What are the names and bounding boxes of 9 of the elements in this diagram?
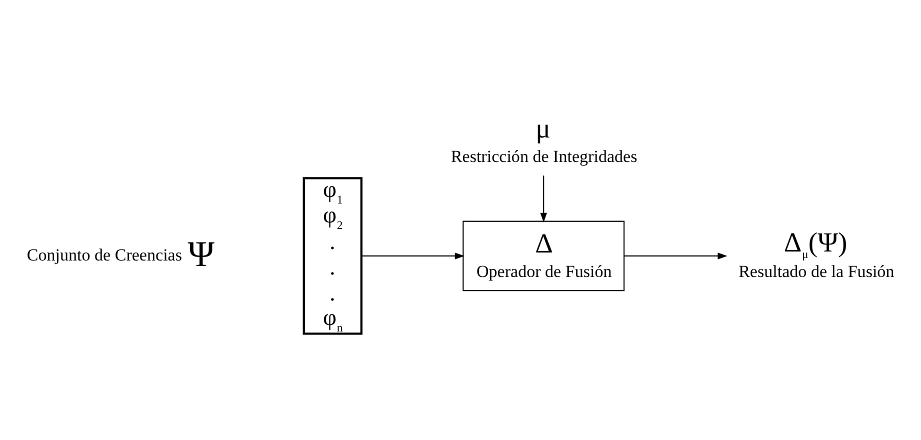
node-label: Ψ — [188, 234, 214, 274]
node-box: Δ Operador de Fusión — [462, 220, 625, 292]
node-box: φ$_{1}$ φ$_{2}$ . . . φ$_{n}$ — [302, 177, 362, 335]
node-text: Δ$_{μ}$(Ψ) Resultado de la Fusión — [738, 226, 894, 282]
node-text: μ Restricción de Integridades — [450, 112, 638, 166]
arrow — [361, 252, 464, 260]
arrow — [540, 176, 547, 222]
arrow — [624, 252, 728, 260]
node-label: Conjunto de Creencias — [26, 246, 182, 265]
